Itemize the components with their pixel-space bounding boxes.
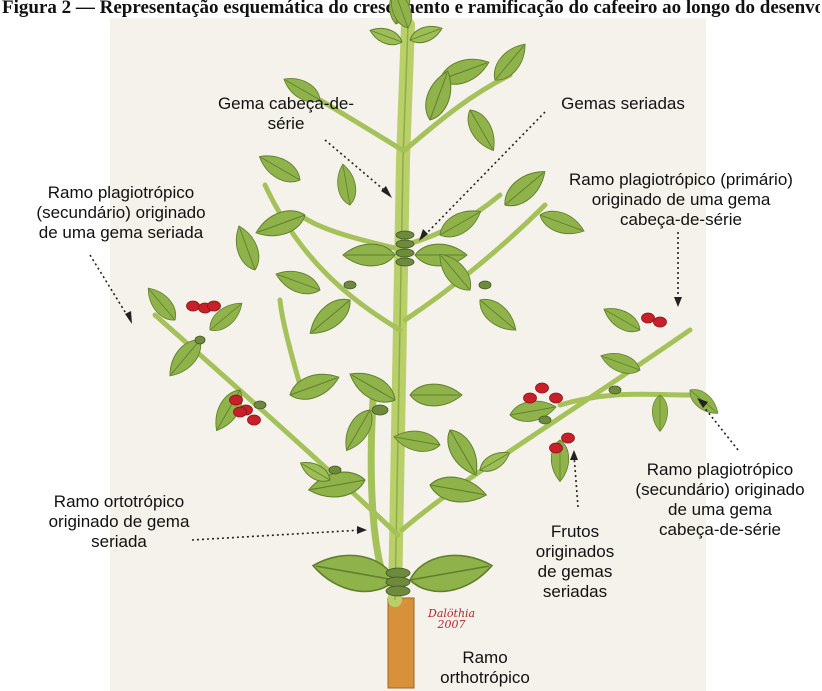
label-gemas-seriadas: Gemas seriadas <box>548 94 698 114</box>
label-ramo-plagiotropico-secundario-cabeca: Ramo plagiotrópico (secundário) originad… <box>618 460 822 540</box>
arrow-ramo-orto-seriada <box>192 530 362 540</box>
artist-signature: Dalöthia 2007 <box>428 608 475 630</box>
label-ramo-ortotropico: Ramo orthotrópico <box>430 648 540 688</box>
label-gema-cabeca-de-serie: Gema cabeça-de- série <box>196 94 376 134</box>
arrow-frutos <box>574 455 578 507</box>
arrow-gema-cabeca <box>325 140 390 195</box>
arrow-ramo-sec-seriada <box>90 255 130 320</box>
fruits <box>187 301 667 453</box>
label-ramo-plagiotropico-primario: Ramo plagiotrópico (primário) originado … <box>540 170 822 230</box>
main-stem-base <box>388 598 414 688</box>
signature-year: 2007 <box>428 619 475 630</box>
label-ramo-plagiotropico-secundario-seriada: Ramo plagiotrópico (secundário) originad… <box>14 183 228 243</box>
label-ramo-ortotropico-seriada: Ramo ortotrópico originado de gema seria… <box>28 492 210 552</box>
